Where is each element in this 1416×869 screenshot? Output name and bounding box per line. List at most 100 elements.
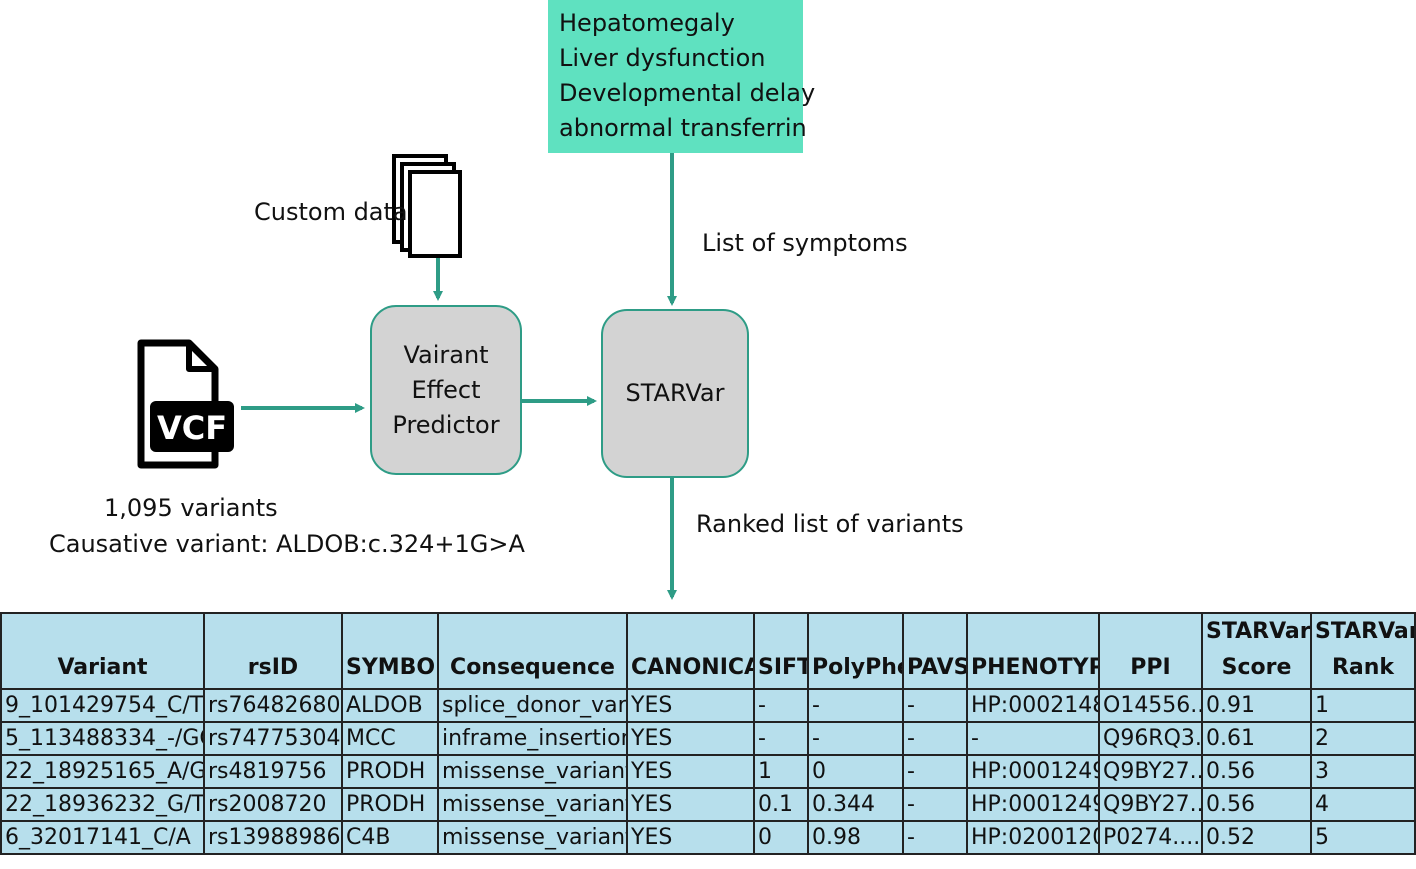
table-cell: PRODH <box>341 754 439 789</box>
table-cell: 0 <box>753 820 809 855</box>
table-cell: YES <box>626 688 755 723</box>
table-cell: Q9BY27... <box>1098 754 1203 789</box>
symptom-line: Liver dysfunction <box>559 44 766 72</box>
table-cell: - <box>807 688 904 723</box>
table-cell: HP:0002148.. <box>966 688 1100 723</box>
table-header-row: VariantrsIDSYMBOLConsequenceCANONICALSIF… <box>0 612 1416 690</box>
column-header: Variant <box>0 612 205 690</box>
column-header: PHENOTYPE <box>966 612 1100 690</box>
table-cell: 0.52 <box>1201 820 1312 855</box>
variant-count-label: 1,095 variants <box>104 494 278 522</box>
table-cell: 0.98 <box>807 820 904 855</box>
variant-effect-predictor-node: Vairant Effect Predictor <box>370 305 522 475</box>
documents-stack-icon <box>392 154 462 258</box>
table-cell: - <box>902 688 968 723</box>
table-cell: - <box>902 721 968 756</box>
table-cell: O14556.... <box>1098 688 1203 723</box>
table-cell: 0.344 <box>807 787 904 822</box>
table-cell: - <box>753 688 809 723</box>
table-cell: 2 <box>1310 721 1416 756</box>
table-cell: ALDOB <box>341 688 439 723</box>
table-cell: MCC <box>341 721 439 756</box>
symptom-line: abnormal transferrin <box>559 114 807 142</box>
table-cell: 9_101429754_C/T <box>0 688 205 723</box>
table-cell: - <box>753 721 809 756</box>
table-cell: rs764826805 <box>203 688 343 723</box>
table-cell: inframe_insertion <box>437 721 628 756</box>
table-cell: HP:0200120.. <box>966 820 1100 855</box>
table-cell: missense_variant <box>437 820 628 855</box>
column-header: CANONICAL <box>626 612 755 690</box>
table-cell: 0 <box>807 754 904 789</box>
table-cell: C4B <box>341 820 439 855</box>
vep-line: Effect <box>411 375 481 404</box>
table-cell: YES <box>626 820 755 855</box>
symptoms-box: Hepatomegaly Liver dysfunction Developme… <box>548 0 816 153</box>
table-cell: - <box>807 721 904 756</box>
table-cell: 3 <box>1310 754 1416 789</box>
column-header: PAVS <box>902 612 968 690</box>
custom-data-label: Custom data <box>254 198 408 226</box>
table-cell: 5 <box>1310 820 1416 855</box>
table-cell: rs2008720 <box>203 787 343 822</box>
table-cell: 0.1 <box>753 787 809 822</box>
table-cell: 0.56 <box>1201 787 1312 822</box>
table-cell: - <box>902 754 968 789</box>
column-header: rsID <box>203 612 343 690</box>
table-cell: YES <box>626 787 755 822</box>
table-cell: 0.56 <box>1201 754 1312 789</box>
ranked-variants-table: VariantrsIDSYMBOLConsequenceCANONICALSIF… <box>0 612 1416 855</box>
starvar-label: STARVar <box>625 379 725 407</box>
table-cell: rs747753043 <box>203 721 343 756</box>
column-header: Consequence <box>437 612 628 690</box>
table-cell: - <box>902 820 968 855</box>
table-cell: 22_18925165_A/G <box>0 754 205 789</box>
table-cell: 0.61 <box>1201 721 1312 756</box>
table-cell: 5_113488334_-/GCT <box>0 721 205 756</box>
table-cell: Q96RQ3... <box>1098 721 1203 756</box>
table-cell: 6_32017141_C/A <box>0 820 205 855</box>
causative-variant-label: Causative variant: ALDOB:c.324+1G>A <box>49 530 525 558</box>
column-header: PolyPhen <box>807 612 904 690</box>
table-cell: - <box>902 787 968 822</box>
table-cell: - <box>966 721 1100 756</box>
table-cell: missense_variant <box>437 787 628 822</box>
symptom-line: Developmental delay <box>559 79 816 107</box>
table-cell: 4 <box>1310 787 1416 822</box>
table-cell: 1 <box>753 754 809 789</box>
column-header: SIFT <box>753 612 809 690</box>
column-header: PPI <box>1098 612 1203 690</box>
column-header: STARVar Score <box>1201 612 1312 690</box>
list-of-symptoms-label: List of symptoms <box>702 229 908 257</box>
table-cell: YES <box>626 754 755 789</box>
table-cell: PRODH <box>341 787 439 822</box>
table-cell: YES <box>626 721 755 756</box>
table-cell: HP:0001249.. <box>966 787 1100 822</box>
table-cell: rs4819756 <box>203 754 343 789</box>
symptom-line: Hepatomegaly <box>559 9 735 37</box>
table-cell: splice_donor_variant <box>437 688 628 723</box>
vep-line: Predictor <box>392 410 500 439</box>
table-cell: rs139889867 <box>203 820 343 855</box>
table-cell: HP:0001249.. <box>966 754 1100 789</box>
table-cell: 0.91 <box>1201 688 1312 723</box>
table-cell: 22_18936232_G/T <box>0 787 205 822</box>
column-header: STARVar Rank <box>1310 612 1416 690</box>
vcf-file-icon: VCF <box>137 339 234 469</box>
starvar-node: STARVar <box>601 309 749 478</box>
table-cell: 1 <box>1310 688 1416 723</box>
table-cell: Q9BY27... <box>1098 787 1203 822</box>
column-header: SYMBOL <box>341 612 439 690</box>
table-row: 5_113488334_-/GCTrs747753043MCCinframe_i… <box>0 721 1416 756</box>
table-cell: P0274..... <box>1098 820 1203 855</box>
vcf-label: VCF <box>157 409 227 447</box>
ranked-list-label: Ranked list of variants <box>696 510 964 538</box>
vep-line: Vairant <box>403 340 489 369</box>
table-cell: missense_variant <box>437 754 628 789</box>
